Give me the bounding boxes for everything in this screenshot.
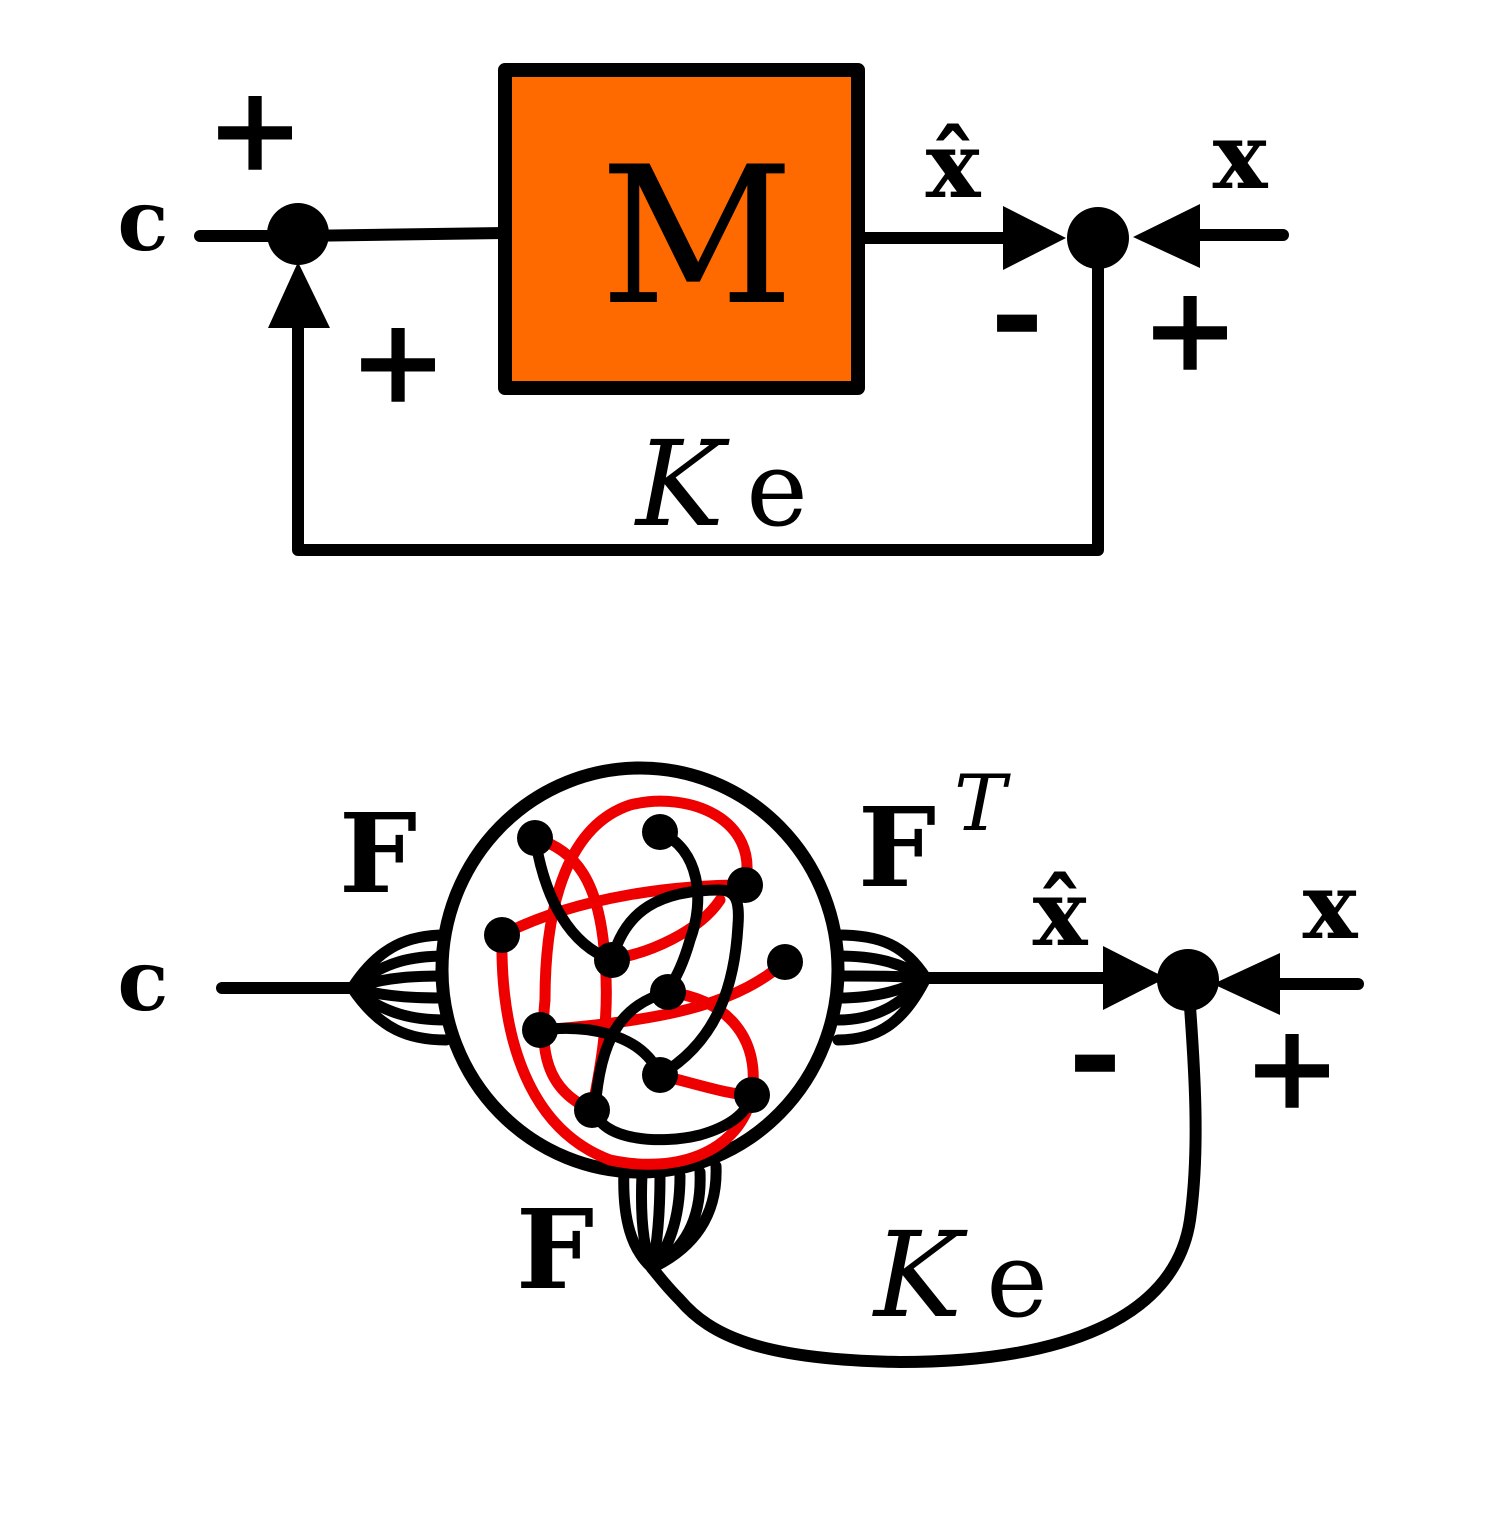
top-input-label: c (117, 171, 168, 270)
bottom-input-label: c (117, 931, 168, 1030)
top-target-arrowhead (1133, 204, 1200, 268)
block-M (498, 63, 865, 395)
top-output-label: x̂ (926, 111, 982, 219)
network-node (727, 867, 763, 903)
bottom-output-label: x̂ (1033, 859, 1089, 967)
network-node (642, 1057, 678, 1093)
network-node (522, 1012, 558, 1048)
top-target-label: x (1213, 102, 1269, 210)
top-feedback-wire (292, 232, 1104, 556)
bottom-feedback-wire (646, 974, 1202, 1368)
bottom-target-arrowhead (1213, 953, 1280, 1015)
block-M-label: M (600, 126, 795, 347)
left-fan-F (346, 929, 452, 1046)
right-fan-FT (832, 929, 932, 1046)
bottom-F-right-superscript: T (954, 759, 1011, 849)
network-node (734, 1077, 770, 1113)
network-node (594, 942, 630, 978)
bottom-fan-F (618, 1160, 722, 1274)
bottom-diagram: c F F T F x̂ x - + K e (117, 759, 1364, 1368)
bottom-target-plus-sign: + (1243, 997, 1342, 1136)
top-plus-sign: + (206, 59, 305, 198)
bottom-F-bottom-label: F (516, 1185, 594, 1314)
network-node (650, 974, 686, 1010)
top-output-arrowhead (1003, 206, 1066, 270)
network-node (574, 1092, 610, 1128)
bottom-summing-junction (1157, 949, 1219, 1011)
top-left-summing-junction (267, 203, 329, 265)
bottom-F-left-label: F (339, 789, 417, 918)
network-node (642, 814, 678, 850)
bottom-feedback-e: e (986, 1219, 1048, 1341)
top-feedback-plus-sign: + (349, 291, 448, 430)
network-node (484, 917, 520, 953)
top-right-summing-junction (1067, 207, 1129, 269)
bottom-minus-sign: - (1068, 976, 1122, 1129)
top-feedback-K: K (634, 415, 730, 553)
top-target-plus-sign: + (1141, 259, 1240, 398)
top-feedback-arrowhead (268, 262, 330, 328)
network-nodes (484, 814, 803, 1128)
bottom-output-arrowhead (1103, 946, 1166, 1010)
top-feedback-e: e (746, 428, 808, 550)
top-diagram: c + + M x̂ x - + K e (117, 59, 1289, 556)
bottom-target-label: x (1303, 852, 1359, 960)
network-node (517, 820, 553, 856)
bottom-F-right-label: F (858, 783, 936, 912)
top-minus-sign: - (990, 236, 1044, 389)
network-node (767, 944, 803, 980)
bottom-feedback-K: K (872, 1206, 968, 1344)
top-sum-to-block-wire (292, 227, 511, 242)
